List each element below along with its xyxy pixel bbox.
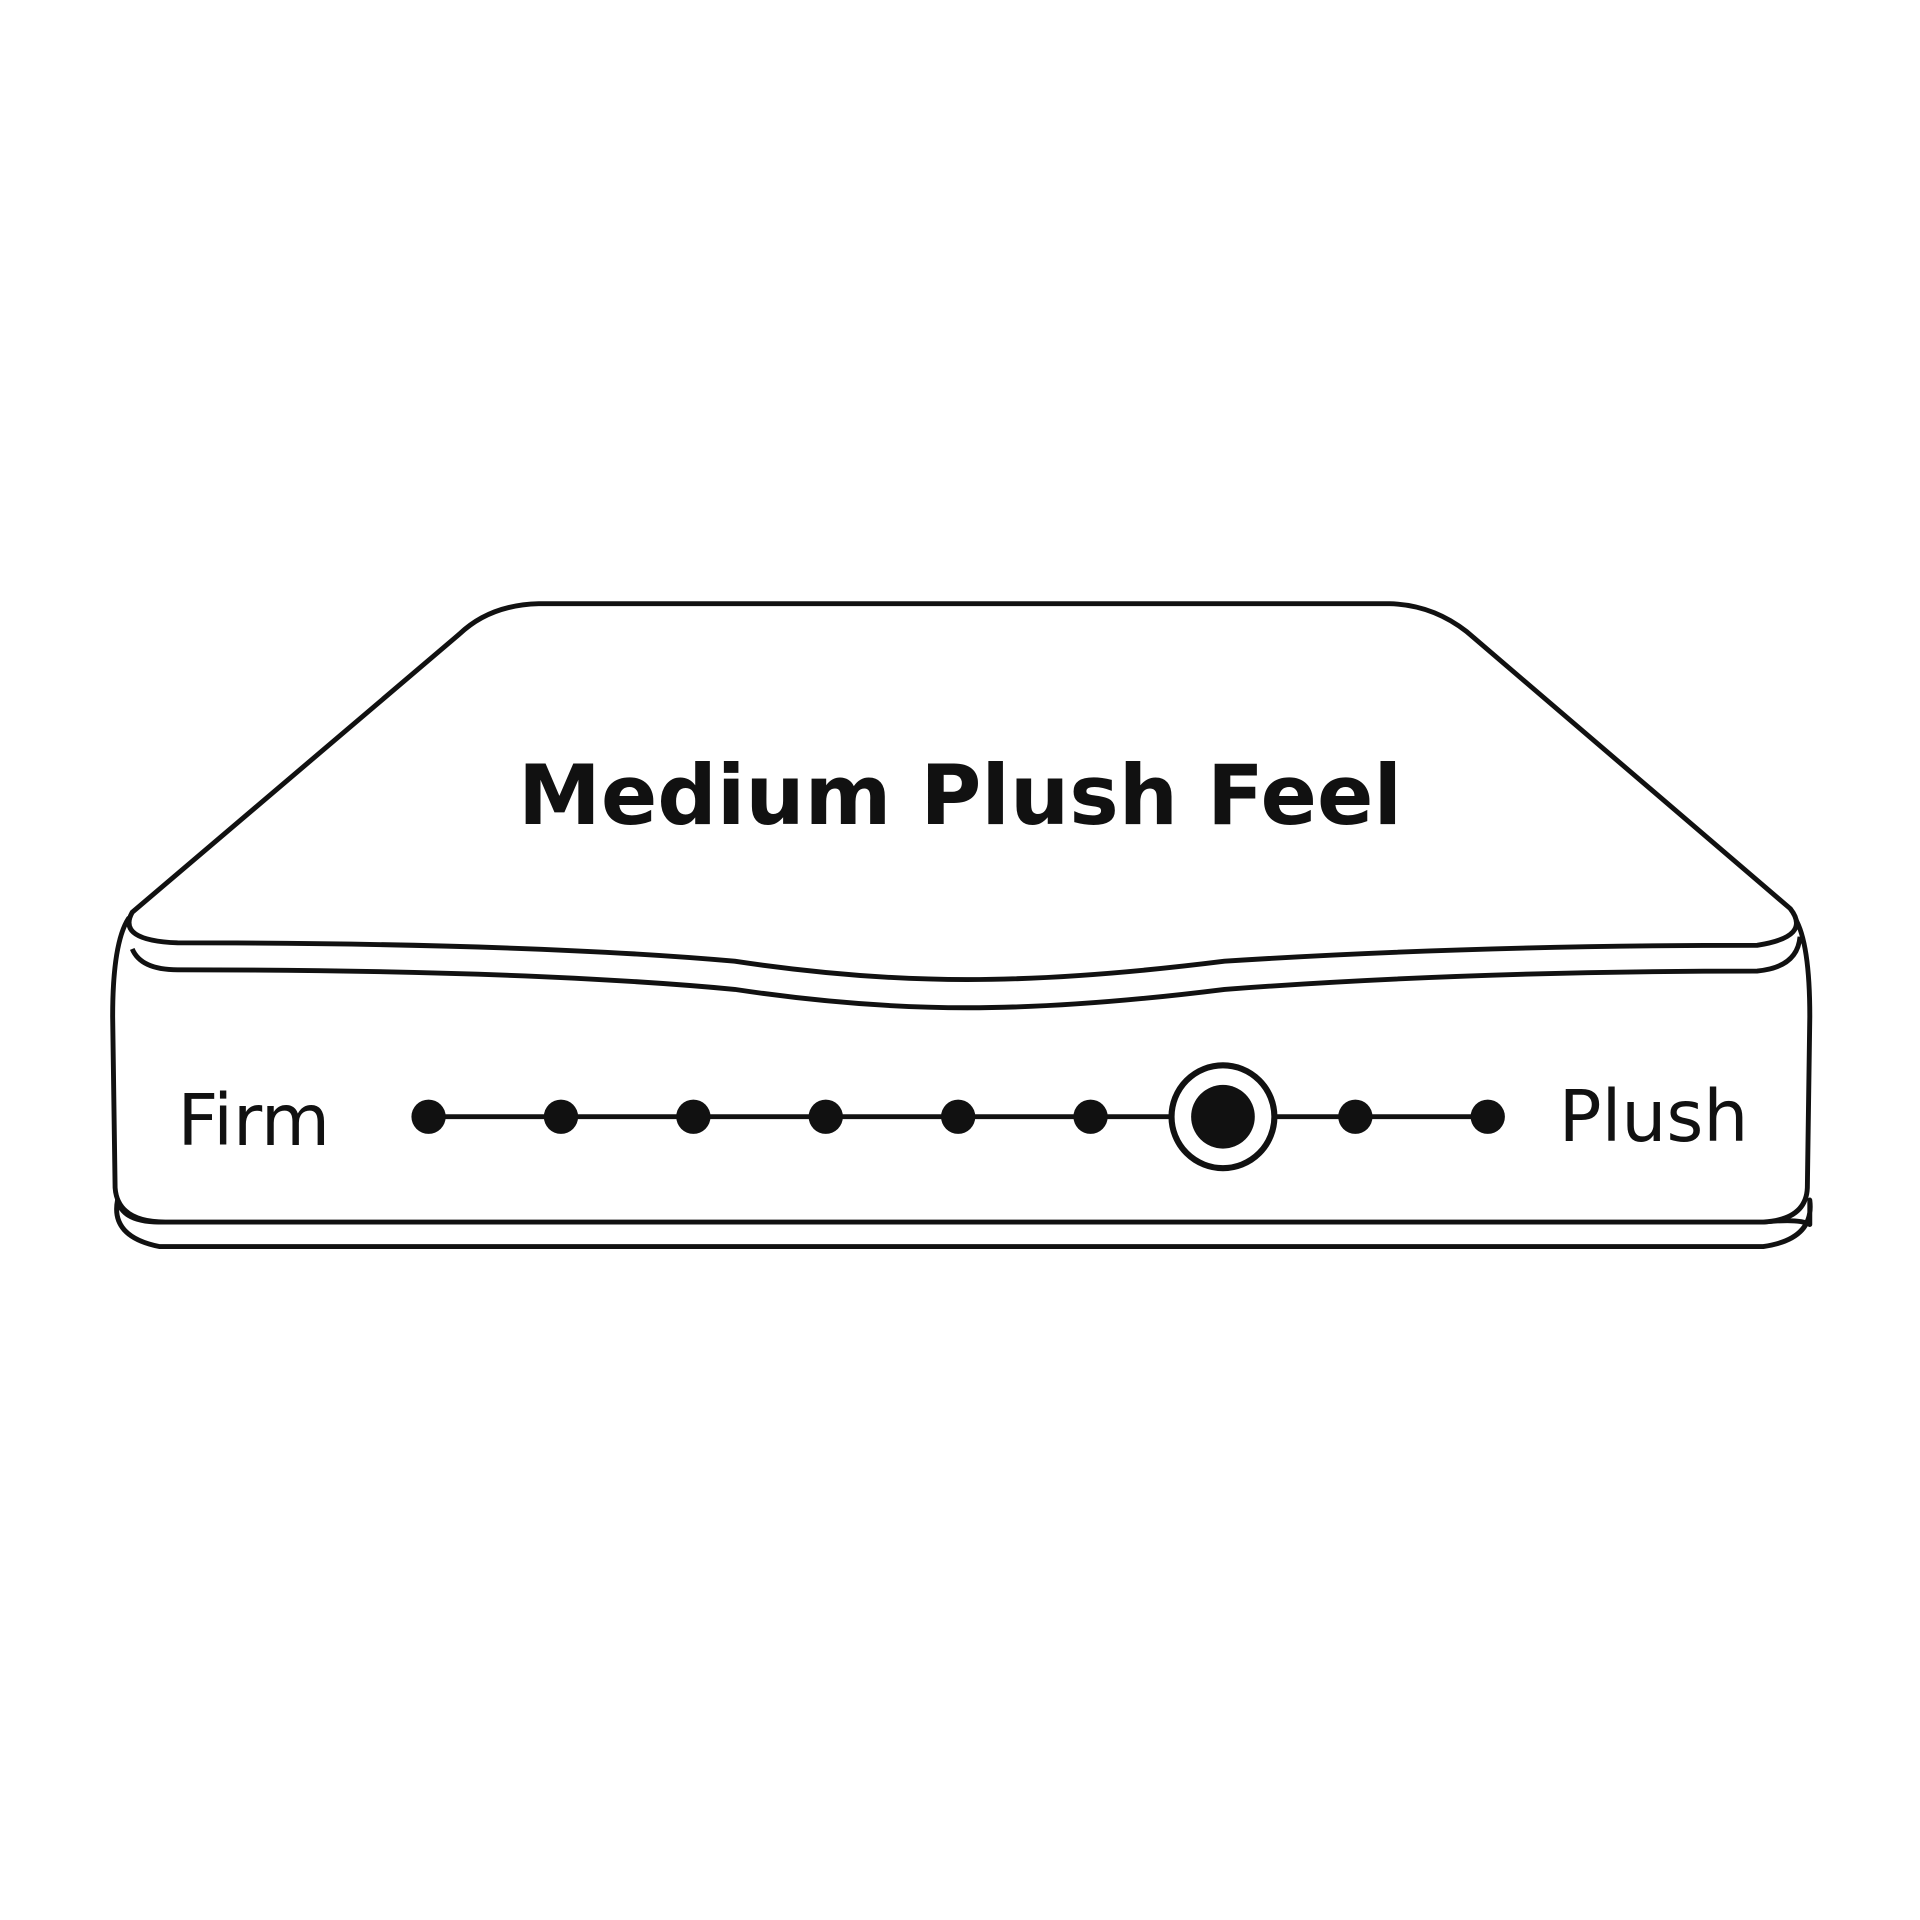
firmness-scale-dot: [808, 1099, 843, 1134]
firmness-scale-dot: [411, 1099, 446, 1134]
firmness-scale-dot: [1073, 1099, 1108, 1134]
plush-label: Plush: [1559, 1075, 1749, 1158]
selected-firmness-dot: [1191, 1084, 1255, 1149]
mattress-top: [126, 601, 1799, 983]
firmness-scale-dot: [941, 1099, 976, 1134]
firmness-scale-dot: [1470, 1099, 1505, 1134]
mattress-seam: [129, 936, 1803, 1011]
firmness-scale-dot: [676, 1099, 711, 1134]
feel-title: Medium Plush Feel: [518, 747, 1402, 844]
mattress-body: [110, 915, 1813, 1225]
firmness-scale-dot: [1338, 1099, 1373, 1134]
firmness-scale-dot: [543, 1099, 579, 1134]
firmness-scale-dots: [411, 1062, 1505, 1172]
firm-label: Firm: [178, 1079, 331, 1162]
